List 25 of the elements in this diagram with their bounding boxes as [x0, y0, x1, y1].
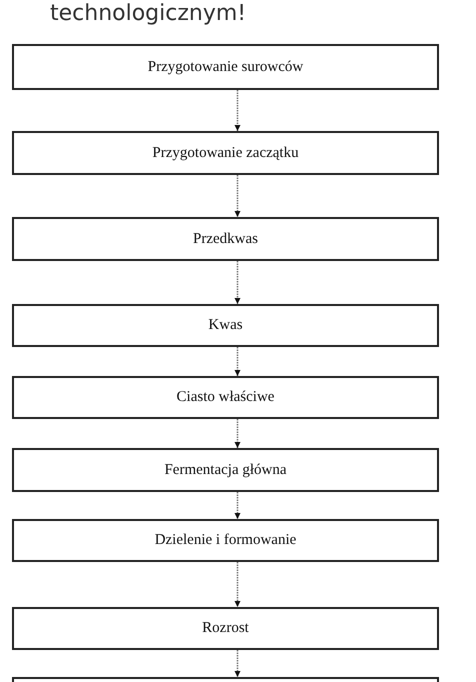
process-box [12, 376, 439, 419]
arrow [234, 175, 240, 217]
step-label: Rozrost [202, 620, 249, 637]
step-label: Przedkwas [193, 230, 258, 248]
step-label: Przygotowanie zaczątku [152, 144, 299, 162]
step-label: Ciasto właściwe [176, 389, 274, 406]
arrow [234, 562, 240, 607]
step-label: Kwas [208, 317, 243, 334]
arrow [234, 492, 240, 519]
process-box [12, 304, 439, 347]
process-box [12, 131, 439, 175]
step-label: Fermentacja główna [164, 462, 287, 478]
arrow [234, 419, 240, 448]
arrow [234, 90, 240, 131]
heading: technologicznym! [50, 1, 246, 26]
process-box [12, 448, 439, 492]
arrow [234, 650, 240, 677]
step-label: Przygotowanie surowców [148, 58, 304, 76]
process-box [12, 217, 439, 261]
arrow [234, 261, 240, 304]
process-box [12, 44, 439, 90]
arrow [234, 347, 240, 376]
step-label: Dzielenie i formowanie [154, 532, 296, 549]
process-box [12, 607, 439, 650]
process-box [12, 519, 439, 562]
